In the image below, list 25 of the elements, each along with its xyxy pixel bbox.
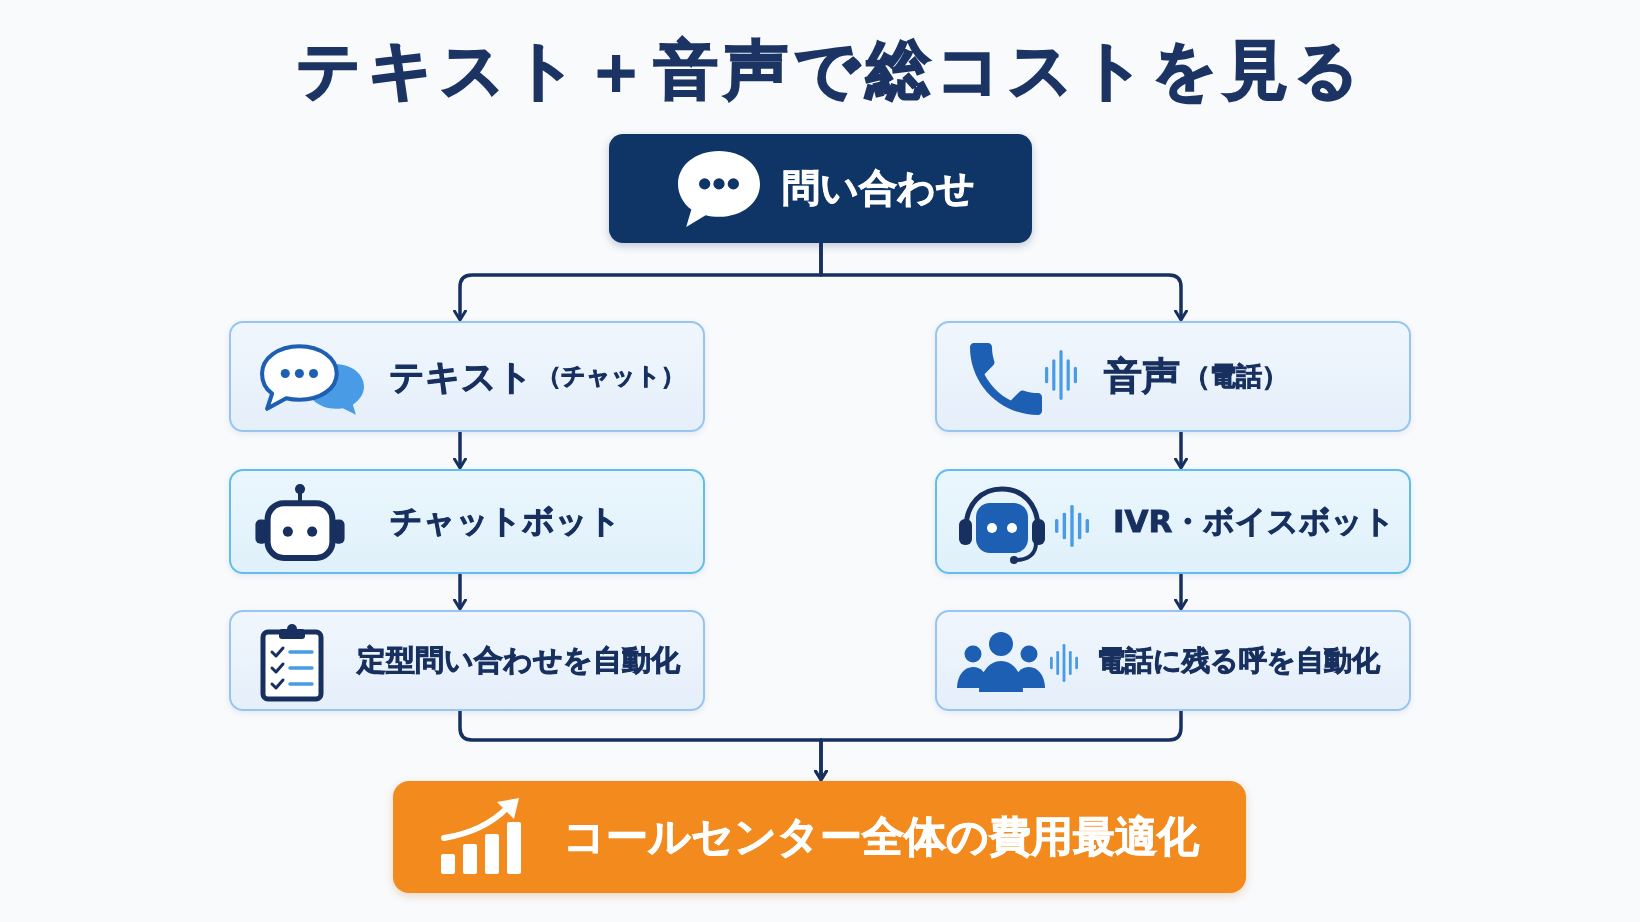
title: テキスト＋音声で総コストを見る <box>295 32 1367 109</box>
arrow <box>1174 432 1188 470</box>
arrow <box>819 243 1188 322</box>
box-label: IVR・ボイスボット <box>1113 502 1396 541</box>
process-box <box>229 321 705 432</box>
result-box <box>393 781 1246 893</box>
arrow <box>453 432 467 470</box>
arrow <box>814 711 1183 782</box>
box-label: 問い合わせ <box>782 165 975 212</box>
box-label: （チャット） <box>537 362 685 391</box>
box-label: 電話に残る呼を自動化 <box>1097 643 1380 678</box>
process-box <box>935 321 1411 432</box>
box-label: 音声 <box>1104 353 1180 400</box>
process-box <box>935 469 1411 574</box>
box-label: （電話） <box>1184 360 1288 393</box>
box-label: コールセンター全体の費用最適化 <box>563 811 1199 863</box>
process-box <box>229 469 705 574</box>
arrow <box>1174 574 1188 611</box>
box-label: テキスト <box>389 355 533 398</box>
start-box <box>609 134 1032 243</box>
box-label: 定型問い合わせを自動化 <box>357 643 680 678</box>
process-box <box>229 610 705 711</box>
arrow <box>453 574 467 611</box>
process-box <box>935 610 1411 711</box>
box-label: チャットボット <box>390 502 621 541</box>
